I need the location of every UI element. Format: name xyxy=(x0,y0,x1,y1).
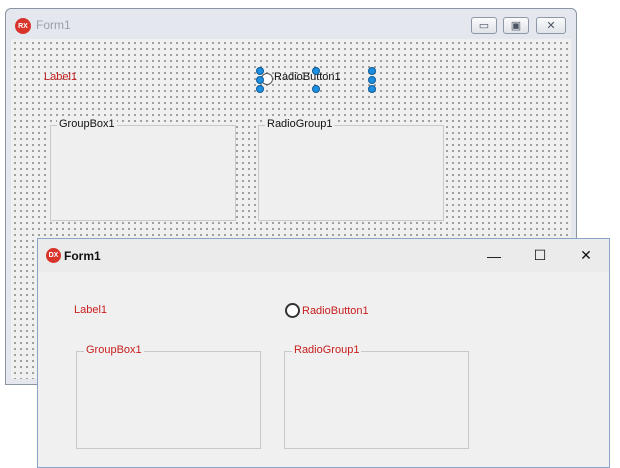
runtime-form-window[interactable]: DX Form1 — ☐ ✕ Label1 RadioButton1 Group… xyxy=(37,238,610,468)
runtime-radiogroup1: RadioGroup1 xyxy=(284,344,469,449)
runtime-radiogroup1-caption: RadioGroup1 xyxy=(292,344,362,356)
minimize-button[interactable]: — xyxy=(487,247,501,264)
designer-label1[interactable]: Label1 xyxy=(44,71,78,83)
designer-form-title: Form1 xyxy=(36,18,71,32)
runtime-form-title: Form1 xyxy=(64,249,101,263)
designer-groupbox1-caption: GroupBox1 xyxy=(57,118,117,130)
designer-radiogroup1-caption: RadioGroup1 xyxy=(265,118,335,130)
resize-handle-top-left[interactable] xyxy=(256,67,264,75)
runtime-titlebar[interactable]: DX Form1 — ☐ ✕ xyxy=(38,239,609,272)
runtime-radiobutton1-label[interactable]: RadioButton1 xyxy=(302,305,369,317)
resize-handle-left[interactable] xyxy=(256,76,264,84)
runtime-label1: Label1 xyxy=(74,304,108,316)
resize-handle-bottom[interactable] xyxy=(312,85,320,93)
designer-radiobutton1-label: RadioButton1 xyxy=(274,71,341,83)
maximize-button[interactable]: ☐ xyxy=(533,247,547,263)
minimize-button[interactable]: ▭ xyxy=(471,17,497,34)
runtime-groupbox1: GroupBox1 xyxy=(76,344,261,449)
app-logo-icon: RX xyxy=(15,18,31,34)
designer-radiogroup1[interactable]: RadioGroup1 xyxy=(258,118,444,221)
designer-radiobutton1[interactable]: RadioButton1 xyxy=(256,67,376,93)
app-logo-icon: DX xyxy=(46,248,61,263)
designer-groupbox1[interactable]: GroupBox1 xyxy=(50,118,236,221)
radio-circle-icon[interactable] xyxy=(285,303,300,318)
runtime-groupbox1-caption: GroupBox1 xyxy=(84,344,144,356)
close-button[interactable]: ✕ xyxy=(536,17,566,34)
restore-button[interactable]: ▣ xyxy=(503,17,529,34)
resize-handle-bottom-right[interactable] xyxy=(368,85,376,93)
designer-titlebar[interactable]: RX Form1 ▭ ▣ ✕ xyxy=(6,9,576,39)
resize-handle-top-right[interactable] xyxy=(368,67,376,75)
close-button[interactable]: ✕ xyxy=(580,247,592,263)
resize-handle-right[interactable] xyxy=(368,76,376,84)
resize-handle-bottom-left[interactable] xyxy=(256,85,264,93)
resize-handle-top[interactable] xyxy=(312,67,320,75)
